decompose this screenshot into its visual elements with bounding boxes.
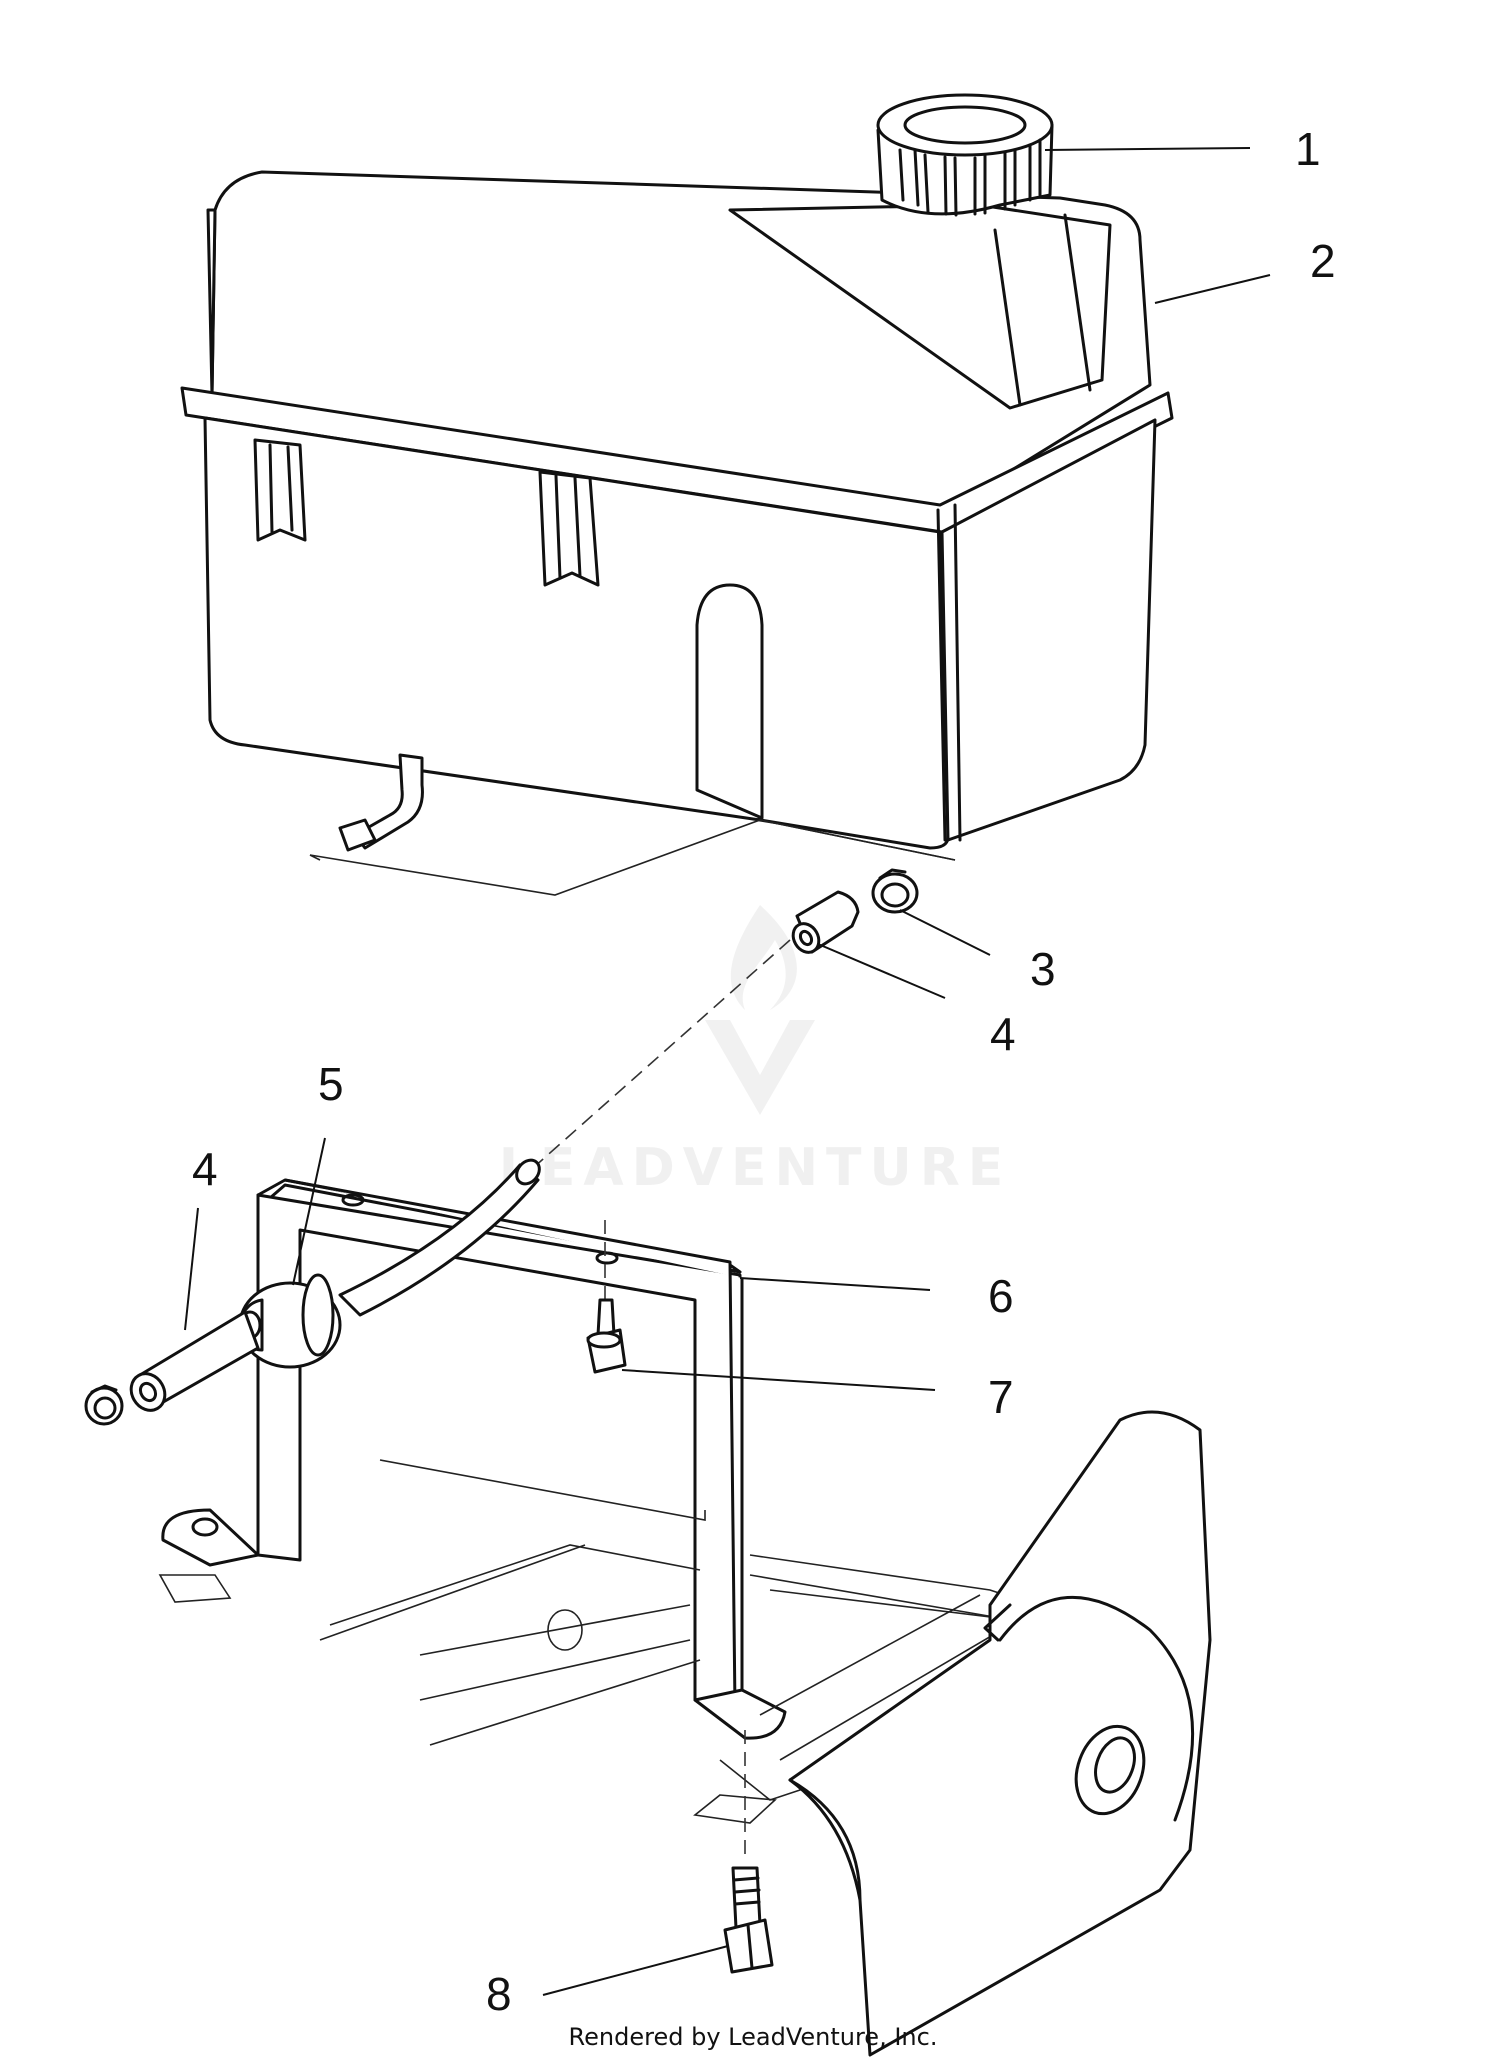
watermark-text: LEADVENTURE: [499, 1138, 1012, 1198]
bolt-part-8: [723, 1730, 774, 1974]
callout-4-upper: 4: [990, 1008, 1016, 1060]
render-credit-footer: Rendered by LeadVenture, Inc.: [569, 2023, 938, 2051]
hose-clamp-part-3: [871, 868, 919, 914]
callout-1: 1: [1295, 123, 1321, 175]
callout-labels: 1 2 3 4 5 4 6 7 8: [192, 123, 1336, 2020]
fuel-hose-sleeve-part-4-upper: [791, 890, 860, 954]
inline-fuel-filter-part-5: [238, 1273, 342, 1369]
assembly-path-dashed-line: [532, 939, 791, 1169]
callout-leader-lines: [184, 147, 1271, 1996]
callout-3: 3: [1030, 943, 1056, 995]
callout-6: 6: [988, 1270, 1014, 1322]
callout-4-lower: 4: [192, 1143, 218, 1195]
mower-frame-background: [158, 1410, 1212, 2057]
callout-7: 7: [988, 1371, 1014, 1423]
hose-clamp-lower: [84, 1384, 124, 1426]
tank-bracket-part-6: [161, 1178, 787, 1740]
callout-2: 2: [1310, 235, 1336, 287]
filler-cap-part-1: [876, 93, 1054, 217]
screw-part-7: [586, 1220, 627, 1374]
leadventure-watermark-logo: LEADVENTURE: [499, 905, 1012, 1198]
callout-5: 5: [318, 1058, 344, 1110]
fuel-line-hose: [338, 1158, 541, 1317]
fuel-tank-part-2: [180, 170, 1174, 896]
callout-8: 8: [486, 1968, 512, 2020]
fuel-hose-part-4-lower: [129, 1310, 260, 1412]
